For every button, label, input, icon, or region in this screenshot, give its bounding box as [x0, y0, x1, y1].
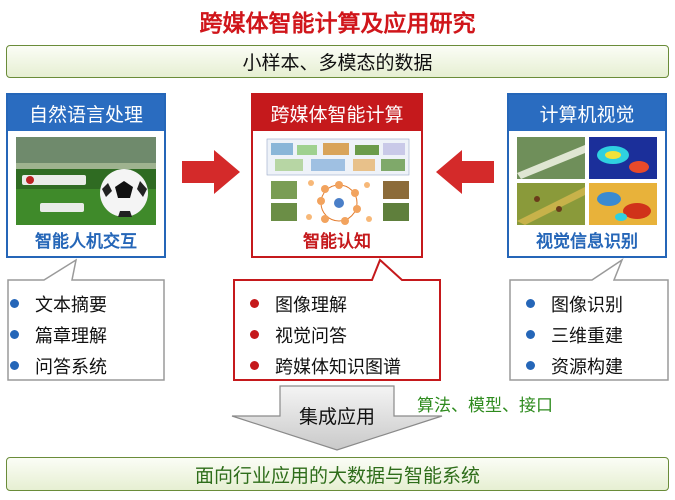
bullet-icon — [10, 299, 19, 308]
nlp-panel: 自然语言处理 智能人机交互 — [6, 93, 166, 258]
cv-task-list: 图像识别 三维重建 资源构建 — [526, 288, 623, 381]
cv-panel-header: 计算机视觉 — [509, 95, 665, 131]
soccer-chat-image — [16, 137, 156, 225]
cross-media-panel-header: 跨媒体智能计算 — [253, 95, 421, 131]
list-item: 跨媒体知识图谱 — [250, 350, 401, 381]
deliverables-note: 算法、模型、接口 — [417, 396, 553, 416]
nlp-panel-label: 智能人机交互 — [35, 232, 137, 252]
bullet-icon — [10, 361, 19, 370]
bullet-icon — [526, 299, 535, 308]
list-item: 问答系统 — [10, 350, 107, 381]
knowledge-graph-image — [263, 137, 413, 225]
list-item: 图像理解 — [250, 288, 401, 319]
left-arrow-icon — [436, 150, 494, 194]
nlp-task-list: 文本摘要 篇章理解 问答系统 — [10, 288, 107, 381]
cross-media-callout-frame — [233, 258, 441, 381]
right-arrow-icon — [182, 150, 240, 194]
list-item: 篇章理解 — [10, 319, 107, 350]
cv-panel-label: 视觉信息识别 — [536, 232, 638, 252]
bullet-icon — [526, 330, 535, 339]
cross-media-task-list: 图像理解 视觉问答 跨媒体知识图谱 — [250, 288, 401, 381]
bullet-icon — [250, 361, 259, 370]
integration-label: 集成应用 — [298, 406, 375, 428]
integration-arrow-icon — [231, 385, 443, 451]
list-item: 资源构建 — [526, 350, 623, 381]
bullet-icon — [10, 330, 19, 339]
bullet-icon — [250, 330, 259, 339]
visual-recognition-image — [517, 137, 657, 225]
nlp-callout-frame — [7, 258, 165, 381]
cv-callout-frame — [509, 258, 669, 381]
bullet-icon — [250, 299, 259, 308]
list-item: 文本摘要 — [10, 288, 107, 319]
list-item: 三维重建 — [526, 319, 623, 350]
nlp-panel-header: 自然语言处理 — [8, 95, 164, 131]
page-title: 跨媒体智能计算及应用研究 — [199, 11, 476, 37]
list-item: 图像识别 — [526, 288, 623, 319]
cross-media-panel: 跨媒体智能计算 — [251, 93, 423, 258]
application-system-bar: 面向行业应用的大数据与智能系统 — [6, 457, 669, 491]
bullet-icon — [526, 361, 535, 370]
cv-panel: 计算机视觉 视觉信息识别 — [507, 93, 667, 258]
data-source-bar: 小样本、多模态的数据 — [6, 45, 669, 78]
list-item: 视觉问答 — [250, 319, 401, 350]
cross-media-panel-label: 智能认知 — [303, 232, 371, 252]
